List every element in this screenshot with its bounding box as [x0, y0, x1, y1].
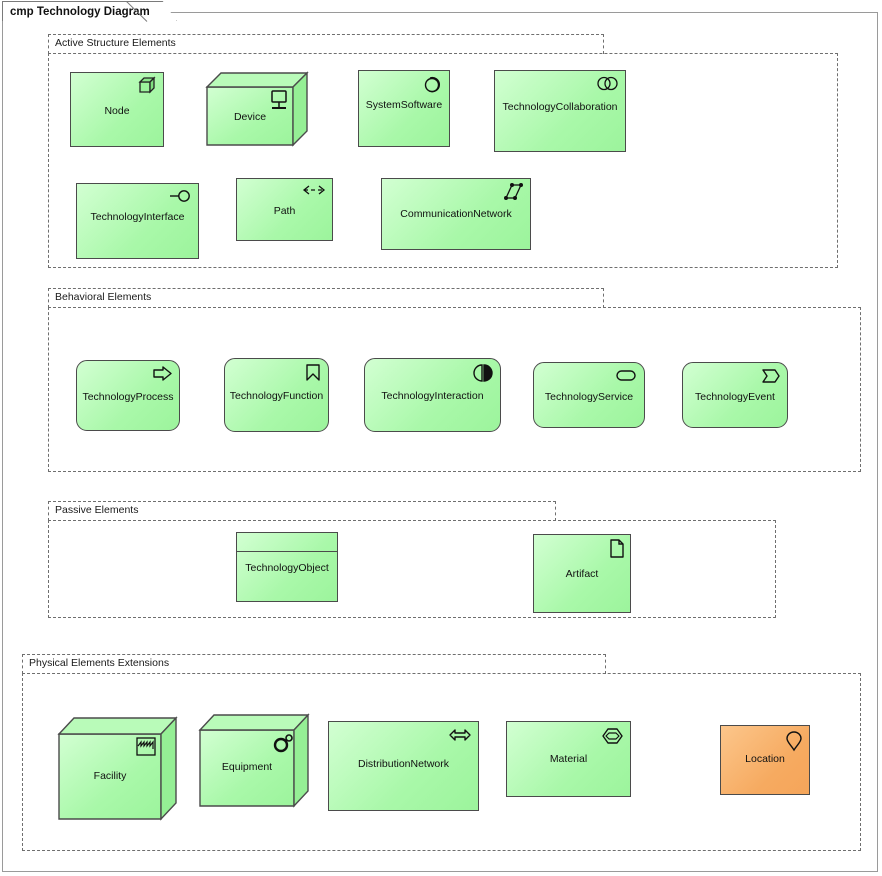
facility-3d-shape [57, 716, 178, 821]
element-technology-interface[interactable]: TechnologyInterface [76, 183, 199, 259]
path-double-arrow-icon [302, 185, 326, 195]
element-location[interactable]: Location [720, 725, 810, 795]
element-label: TechnologyEvent [695, 391, 775, 403]
element-label: Artifact [565, 568, 599, 580]
element-label: TechnologyFunction [229, 390, 324, 402]
element-label: TechnologyInteraction [381, 390, 484, 402]
artifact-document-icon [610, 539, 624, 558]
group-behavioral-elements: Behavioral Elements [48, 288, 861, 472]
service-pill-icon [616, 370, 636, 381]
element-label: CommunicationNetwork [400, 208, 512, 220]
node-3dbox-icon [138, 76, 156, 94]
element-facility[interactable]: Facility [57, 716, 178, 824]
group-label-tab [48, 288, 604, 308]
element-label: Location [745, 753, 785, 765]
interface-lollipop-icon [170, 190, 190, 202]
distribution-bidirectional-arrow-icon [449, 729, 471, 741]
element-label: Path [273, 205, 296, 217]
element-label: TechnologyObject [245, 562, 329, 574]
element-technology-process[interactable]: TechnologyProcess [76, 360, 180, 431]
element-communication-network[interactable]: CommunicationNetwork [381, 178, 531, 250]
group-title: Active Structure Elements [54, 37, 178, 49]
group-body [48, 53, 838, 268]
element-label: DistributionNetwork [357, 758, 450, 770]
element-technology-service[interactable]: TechnologyService [533, 362, 645, 428]
group-passive-elements: Passive Elements [48, 501, 776, 618]
element-label: TechnologyInterface [90, 211, 185, 223]
event-flag-icon [762, 369, 780, 383]
system-software-circle-icon [424, 76, 440, 93]
element-label: SystemSoftware [365, 99, 443, 111]
page-title: cmp Technology Diagram [10, 6, 150, 18]
element-equipment[interactable]: Equipment [198, 713, 312, 811]
interaction-split-circle-icon [473, 364, 493, 382]
element-label: TechnologyService [544, 391, 634, 403]
element-device[interactable]: Device [205, 71, 312, 150]
diagram-title-tab: cmp Technology Diagram [2, 1, 177, 21]
element-artifact[interactable]: Artifact [533, 534, 631, 613]
element-label: TechnologyProcess [82, 391, 174, 403]
element-path[interactable]: Path [236, 178, 333, 241]
group-physical-elements-extensions: Physical Elements Extensions [22, 654, 861, 851]
group-body [48, 520, 776, 618]
group-title: Passive Elements [54, 504, 141, 516]
material-hexagon-icon [602, 728, 623, 744]
process-arrow-icon [153, 366, 172, 381]
network-nodes-icon [504, 183, 523, 200]
element-system-software[interactable]: SystemSoftware [358, 70, 450, 147]
group-label-tab [48, 34, 604, 54]
group-body [48, 307, 861, 472]
element-distribution-network[interactable]: DistributionNetwork [328, 721, 479, 811]
element-technology-collaboration[interactable]: TechnologyCollaboration [494, 70, 626, 152]
element-label: Material [549, 753, 588, 765]
group-active-structure-elements: Active Structure Elements [48, 34, 838, 268]
element-technology-function[interactable]: TechnologyFunction [224, 358, 329, 432]
element-node[interactable]: Node [70, 72, 164, 147]
collaboration-two-circles-icon [597, 76, 618, 91]
element-material[interactable]: Material [506, 721, 631, 797]
function-arrow-icon [306, 364, 320, 381]
equipment-3d-shape [198, 713, 310, 808]
group-title: Physical Elements Extensions [28, 657, 172, 669]
location-pin-icon [786, 731, 802, 752]
element-label: Node [104, 105, 130, 117]
group-body [22, 673, 861, 851]
element-technology-interaction[interactable]: TechnologyInteraction [364, 358, 501, 432]
object-header-icon [237, 533, 337, 552]
element-label: TechnologyCollaboration [502, 101, 618, 113]
element-technology-object[interactable]: TechnologyObject [236, 532, 338, 602]
element-technology-event[interactable]: TechnologyEvent [682, 362, 788, 428]
group-label-tab [22, 654, 606, 674]
group-title: Behavioral Elements [54, 291, 154, 303]
group-label-tab [48, 501, 556, 521]
device-3d-shape [205, 71, 309, 147]
